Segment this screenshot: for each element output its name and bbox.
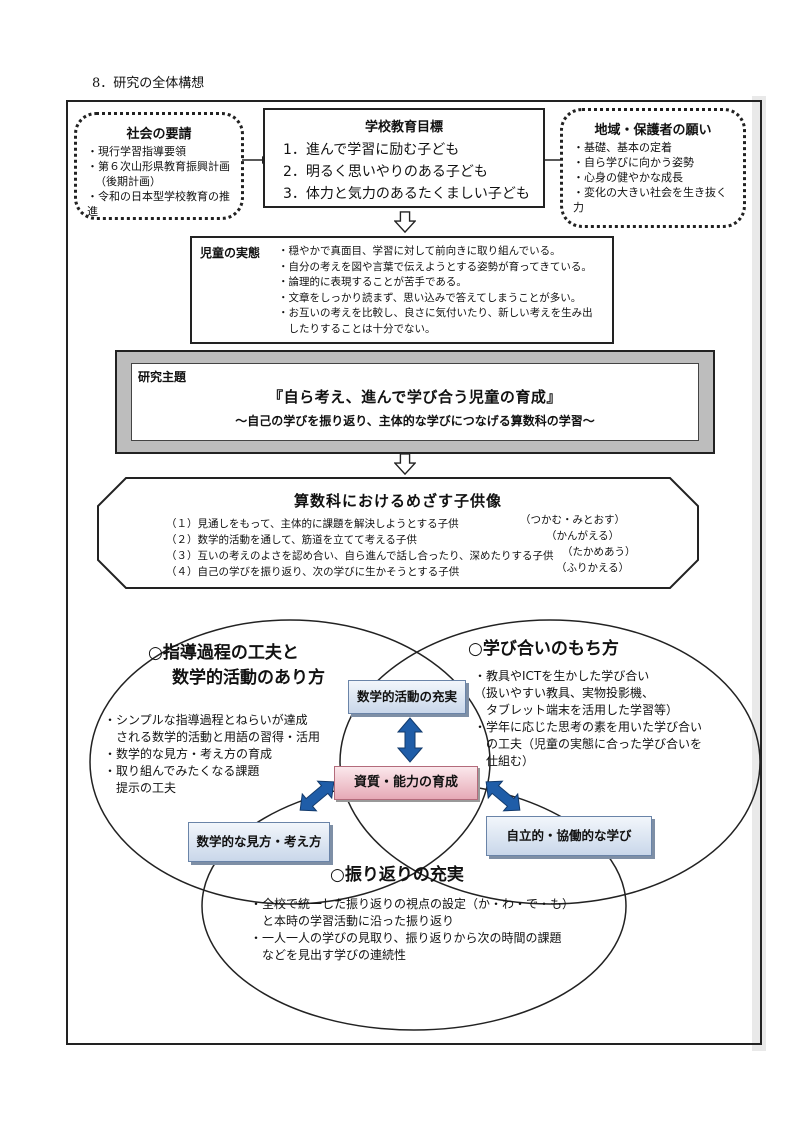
circle-bottom-item: ・全校で統一した振り返りの視点の設定（か・わ・で・も） (250, 897, 575, 911)
vertical-double-arrow-icon (396, 717, 424, 763)
ideal-child-item: （２）数学的活動を通して、筋道を立てて考える子供 (166, 534, 417, 546)
research-theme-sub: ～自己の学びを振り返り、主体的な学びにつなげる算数科の学習～ (235, 414, 595, 428)
ideal-child-tag: （かんがえる） (546, 530, 620, 542)
venn-circle-right (339, 619, 760, 905)
circle-right-item: ・教具やICTを生かした学び合い (474, 669, 650, 683)
circle-left-list: ・シンプルな指導過程とねらいが達成 される数学的活動と用語の習得・活用 ・数学的… (104, 712, 374, 797)
society-item: ・第６次山形県教育振興計画 (87, 160, 230, 173)
frame-shadow (752, 96, 766, 1051)
community-item: ・基礎、基本の定着 (573, 141, 672, 154)
community-item: ・変化の大きい社会を生き抜く力 (573, 186, 727, 214)
circle-right-title: ○学び合いのもち方 (468, 639, 619, 659)
student-status-box: 児童の実態 ・穏やかで真面目、学習に対して前向きに取り組んでいる。 ・自分の考え… (190, 236, 614, 344)
circle-bottom-item: ・一人一人の学びの見取り、振り返りから次の時間の課題 (250, 931, 562, 945)
circle-left-item: ・シンプルな指導過程とねらいが達成 (104, 713, 308, 727)
student-status-item: ・お互いの考えを比較し、良さに気付いたり、新しい考えを生み出 (278, 307, 593, 319)
student-status-label: 児童の実態 (200, 246, 261, 260)
section-title: 8．研究の全体構想 (92, 76, 205, 91)
venn-circle-left (89, 619, 491, 905)
society-title: 社会の要請 (126, 127, 192, 142)
research-theme-main: 『自ら考え、進んで学び合う児童の育成』 (268, 388, 562, 406)
ideal-child-tag: （つかむ・みとおす） (520, 514, 625, 526)
circle-bottom-list: ・全校で統一した振り返りの視点の設定（か・わ・で・も） と本時の学習活動に沿った… (250, 896, 626, 964)
venn-diagram (89, 619, 760, 1031)
core-ability-label: 資質・能力の育成 (334, 766, 478, 800)
student-status-item: ・文章をしっかり読まず、思い込みで答えてしまうことが多い。 (278, 291, 582, 304)
society-box: 社会の要請 ・現行学習指導要領 ・第６次山形県教育振興計画 （後期計画） ・令和… (74, 112, 244, 220)
student-status-list: ・穏やかで真面目、学習に対して前向きに取り組んでいる。 ・自分の考えを図や言葉で… (278, 244, 612, 337)
circle-bottom-item: などを見出す学びの連続性 (250, 948, 407, 962)
circle-left-item: ・数学的な見方・考え方の育成 (104, 747, 273, 761)
student-status-item: したりすることは十分でない。 (278, 322, 436, 335)
ideal-child-item: （３）互いの考えのよさを認め合い、自ら進んで話し合ったり、深めたりする子供 (166, 550, 554, 562)
school-goal-item: 1．進んで学習に励む子ども (283, 142, 460, 158)
school-goal-item: 2．明るく思いやりのある子ども (283, 164, 488, 180)
right-double-arrow-icon (485, 780, 521, 812)
circle-right-list: ・教具やICTを生かした学び合い （扱いやすい教具、実物投影機、 タブレット端末… (474, 668, 746, 770)
down-arrow-icon (394, 453, 416, 476)
circle-right-item: ・学年に応じた思考の素を用いた学び合い (474, 720, 703, 734)
diagram-frame (66, 100, 762, 1045)
research-theme-label: 研究主題 (138, 370, 187, 384)
school-goals-title: 学校教育目標 (364, 120, 443, 135)
circle-right-item: （扱いやすい教具、実物投影機、 (474, 686, 655, 700)
ideal-child-shape (97, 477, 699, 589)
society-item: ・現行学習指導要領 (87, 145, 186, 158)
math-activity-label: 数学的活動の充実 (348, 680, 466, 714)
ideal-child-list: （１）見通しをもって、主体的に課題を解決しようとする子供 （つかむ・みとおす） … (166, 512, 646, 578)
circle-left-title-1: ○指導過程の工夫と (148, 643, 299, 663)
ideal-child-tag: （ふりかえる） (556, 562, 630, 574)
circle-right-item: 仕組む） (474, 754, 535, 768)
community-item: ・心身の健やかな成長 (573, 171, 683, 184)
circle-left-item: される数学的活動と用語の習得・活用 (104, 730, 321, 744)
society-item: ・令和の日本型学校教育の推進 (87, 190, 230, 218)
left-double-arrow-icon (299, 780, 335, 812)
autonomous-learning-label: 自立的・協働的な学び (486, 816, 652, 856)
community-list: ・基礎、基本の定着 ・自ら学びに向かう姿勢 ・心身の健やかな成長 ・変化の大きい… (573, 140, 733, 215)
circle-bottom-item: と本時の学習活動に沿った振り返り (250, 914, 455, 928)
society-list: ・現行学習指導要領 ・第６次山形県教育振興計画 （後期計画） ・令和の日本型学校… (87, 144, 231, 219)
ideal-child-item: （４）自己の学びを振り返り、次の学びに生かそうとする子供 (166, 566, 460, 578)
school-goal-item: 3．体力と気力のあるたくましい子ども (283, 186, 530, 202)
down-arrow-icon (394, 211, 416, 234)
ideal-child-title: 算数科におけるめざす子供像 (293, 492, 502, 510)
community-title: 地域・保護者の願い (594, 123, 712, 138)
school-goals-list: 1．進んで学習に励む子ども 2．明るく思いやりのある子ども 3．体力と気力のある… (265, 139, 543, 205)
student-status-item: ・自分の考えを図や言葉で伝えようとする姿勢が育ってきている。 (278, 260, 592, 273)
circle-right-item: タブレット端末を活用した学習等） (474, 703, 679, 717)
circle-bottom-title: ○振り返りの充実 (330, 865, 464, 885)
ideal-child-item: （１）見通しをもって、主体的に課題を解決しようとする子供 (166, 518, 459, 530)
student-status-item: ・論理的に表現することが苦手である。 (278, 276, 467, 288)
circle-right-item: の工夫（児童の実態に合った学び合いを (474, 737, 703, 751)
student-status-item: ・穏やかで真面目、学習に対して前向きに取り組んでいる。 (278, 245, 561, 257)
school-goals-box: 学校教育目標 1．進んで学習に励む子ども 2．明るく思いやりのある子ども 3．体… (263, 108, 545, 208)
circle-left-item: 提示の工夫 (104, 781, 177, 795)
society-item: （後期計画） (95, 175, 161, 188)
community-item: ・自ら学びに向かう姿勢 (573, 156, 694, 169)
circle-left-item: ・取り組んでみたくなる課題 (104, 764, 260, 778)
circle-left-title-2: 数学的活動のあり方 (172, 668, 325, 688)
research-theme-box: 研究主題 『自ら考え、進んで学び合う児童の育成』 ～自己の学びを振り返り、主体的… (131, 363, 699, 441)
math-view-label: 数学的な見方・考え方 (188, 822, 330, 862)
ideal-child-tag: （たかめあう） (562, 546, 636, 558)
community-box: 地域・保護者の願い ・基礎、基本の定着 ・自ら学びに向かう姿勢 ・心身の健やかな… (560, 108, 746, 228)
